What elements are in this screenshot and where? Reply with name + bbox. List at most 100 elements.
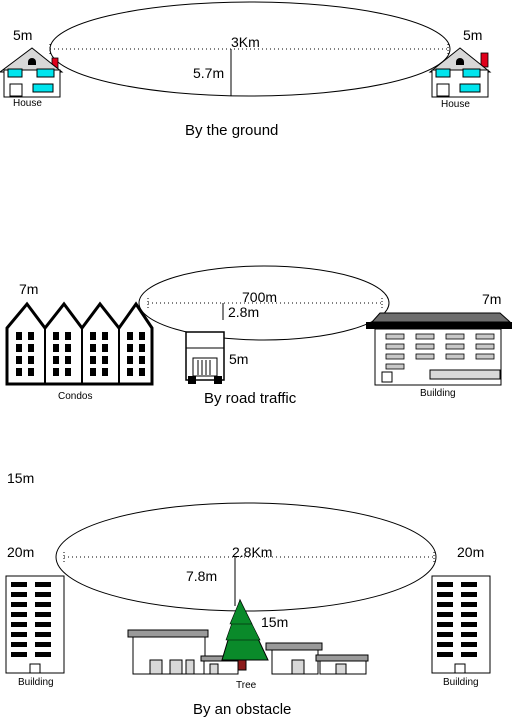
window: [445, 353, 465, 360]
window: [28, 332, 34, 340]
panel-road-traffic: 700m 2.8m 7m 7m 5m Condos: [5, 265, 512, 407]
window: [53, 368, 59, 376]
window: [65, 356, 71, 364]
window: [102, 344, 108, 352]
window: [461, 612, 477, 617]
window: [11, 602, 27, 607]
right-height-label: 5m: [463, 27, 482, 43]
window: [102, 356, 108, 364]
right-label: Building: [443, 677, 479, 688]
window: [90, 356, 96, 364]
house-left-icon: [0, 47, 64, 98]
window: [437, 652, 453, 657]
caption: By the ground: [185, 122, 278, 139]
window: [475, 343, 495, 350]
condo-windows: [16, 332, 145, 376]
window: [475, 353, 495, 360]
truck-icon: [185, 331, 225, 384]
window: [461, 652, 477, 657]
window: [11, 652, 27, 657]
left-height-label: 20m: [7, 544, 34, 560]
window: [461, 602, 477, 607]
window: [11, 582, 27, 587]
window: [102, 332, 108, 340]
window: [437, 612, 453, 617]
fresnel-zone-ellipse: [55, 502, 437, 612]
distance-label: 3Km: [231, 34, 260, 50]
clearance-label: 5.7m: [193, 65, 224, 81]
fresnel-zone-ellipse: [138, 265, 390, 341]
window: [415, 353, 435, 360]
window: [65, 368, 71, 376]
top-height-label: 15m: [7, 470, 34, 486]
window: [461, 582, 477, 587]
window: [102, 368, 108, 376]
window: [127, 344, 133, 352]
window: [139, 356, 145, 364]
window: [11, 642, 27, 647]
window: [445, 333, 465, 340]
window: [65, 332, 71, 340]
right-height-label: 7m: [482, 291, 501, 307]
low-buildings-icon: [127, 629, 369, 675]
window: [445, 343, 465, 350]
left-height-label: 7m: [19, 281, 38, 297]
window: [437, 642, 453, 647]
window: [11, 592, 27, 597]
window: [90, 344, 96, 352]
window: [11, 622, 27, 627]
window: [437, 632, 453, 637]
window: [35, 602, 51, 607]
obstacle-label: Tree: [236, 680, 257, 691]
window: [11, 612, 27, 617]
caption: By road traffic: [204, 390, 297, 407]
clearance-label: 2.8m: [228, 304, 259, 320]
window: [385, 333, 405, 340]
panel-ground: 3Km 5.7m 5m 5m House House By t: [0, 1, 492, 139]
window: [127, 356, 133, 364]
window: [35, 582, 51, 587]
window: [16, 344, 22, 352]
window: [127, 368, 133, 376]
window: [127, 332, 133, 340]
window: [461, 642, 477, 647]
tower-left-windows: [11, 582, 51, 657]
window: [475, 333, 495, 340]
window: [35, 652, 51, 657]
right-label: House: [441, 99, 470, 110]
panel-obstacle: 15m 2.8Km 7.8m 20m 20m 15m Building Buil…: [5, 470, 491, 718]
right-height-label: 20m: [457, 544, 484, 560]
window: [65, 344, 71, 352]
window: [11, 632, 27, 637]
left-label: House: [13, 98, 42, 109]
window: [385, 353, 405, 360]
window: [90, 332, 96, 340]
left-label: Building: [18, 677, 54, 688]
window: [90, 368, 96, 376]
window: [53, 344, 59, 352]
window: [35, 632, 51, 637]
tree-icon: [221, 598, 269, 671]
window: [16, 368, 22, 376]
obstacle-height-label: 15m: [261, 614, 288, 630]
condos-icon: [5, 301, 154, 386]
window: [415, 343, 435, 350]
window: [35, 622, 51, 627]
window: [28, 344, 34, 352]
caption: By an obstacle: [193, 701, 291, 718]
window: [28, 368, 34, 376]
distance-label: 2.8Km: [232, 544, 272, 560]
distance-label: 700m: [242, 289, 277, 305]
window: [28, 356, 34, 364]
left-height-label: 5m: [13, 27, 32, 43]
window: [139, 368, 145, 376]
window: [461, 622, 477, 627]
window: [35, 612, 51, 617]
window: [437, 602, 453, 607]
clearance-label: 7.8m: [186, 568, 217, 584]
window: [35, 642, 51, 647]
window: [437, 592, 453, 597]
window: [16, 356, 22, 364]
obstacle-height-label: 5m: [229, 351, 248, 367]
